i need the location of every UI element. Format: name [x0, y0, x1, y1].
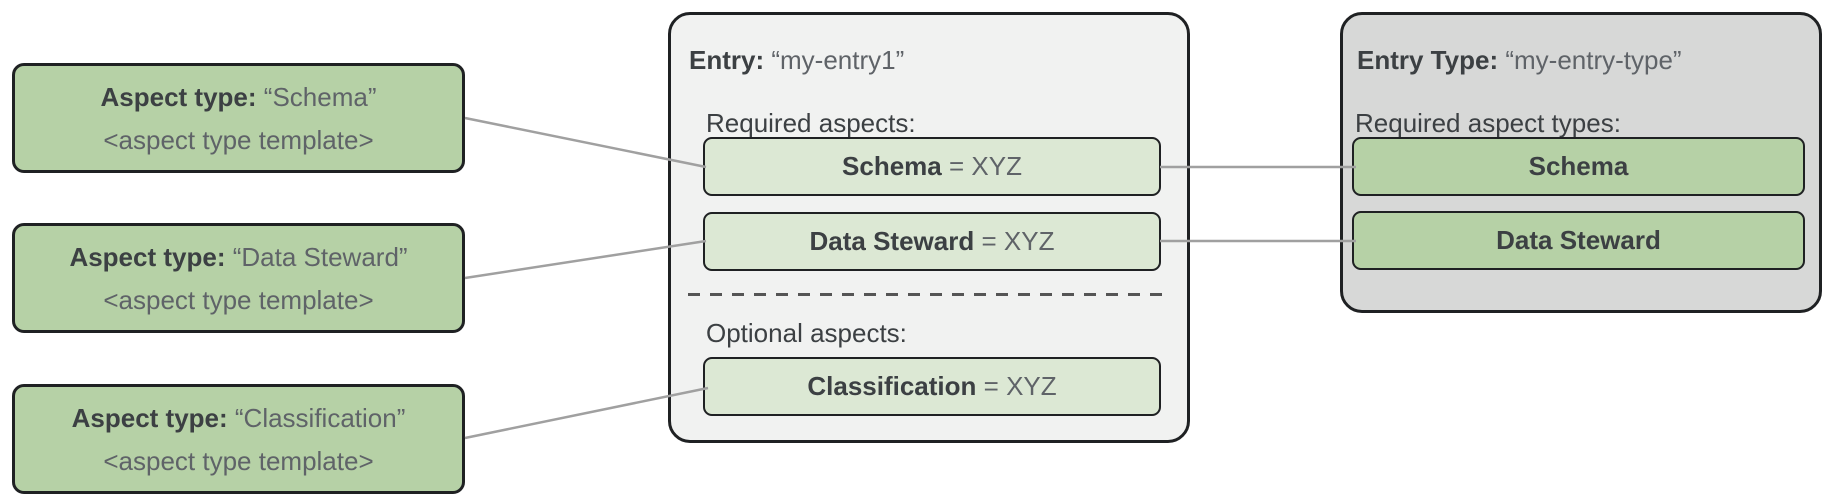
aspect-chip-name: Schema	[842, 151, 942, 181]
entry-type-title: Entry Type: “my-entry-type”	[1357, 45, 1682, 75]
connector-line	[464, 386, 709, 440]
aspect-type-name: “Classification”	[234, 402, 406, 433]
connector-line	[464, 239, 707, 280]
aspect-type-template: <aspect type template>	[103, 445, 374, 476]
aspect-type-label: Aspect type:	[100, 81, 257, 112]
connector-line	[464, 116, 707, 169]
entry-type-label: Entry Type:	[1357, 45, 1499, 75]
entry-type-panel: Entry Type: “my-entry-type” Required asp…	[1340, 12, 1822, 313]
aspect-type-card-classification: Aspect type: “Classification” <aspect ty…	[12, 384, 465, 494]
aspect-type-card-schema: Aspect type: “Schema” <aspect type templ…	[12, 63, 465, 173]
entry-panel: Entry: “my-entry1” Required aspects: Sch…	[668, 12, 1190, 443]
aspect-type-card-data-steward: Aspect type: “Data Steward” <aspect type…	[12, 223, 465, 333]
aspect-type-card-title: Aspect type: “Schema”	[101, 83, 377, 111]
aspect-chip-name: Data Steward	[809, 226, 975, 256]
aspect-chip-value: = XYZ	[948, 151, 1022, 181]
aspect-type-card-title: Aspect type: “Data Steward”	[69, 243, 407, 271]
aspect-chip-classification: Classification = XYZ	[703, 357, 1161, 416]
aspect-chip-value: = XYZ	[981, 226, 1055, 256]
entry-label: Entry:	[689, 45, 765, 75]
aspect-type-name: “Data Steward”	[232, 241, 408, 272]
entry-type-name: “my-entry-type”	[1505, 45, 1682, 75]
aspect-chip-name: Classification	[807, 371, 977, 401]
aspect-type-chip-name: Data Steward	[1496, 225, 1661, 255]
aspect-chip-value: = XYZ	[983, 371, 1057, 401]
aspect-type-label: Aspect type:	[69, 241, 226, 272]
aspect-type-chip-name: Schema	[1528, 151, 1629, 181]
aspect-type-card-title: Aspect type: “Classification”	[72, 404, 406, 432]
dashed-divider	[688, 293, 1170, 296]
aspect-type-chip-schema: Schema	[1352, 137, 1805, 196]
aspect-chip-schema: Schema = XYZ	[703, 137, 1161, 196]
aspect-type-label: Aspect type:	[71, 402, 228, 433]
aspect-type-template: <aspect type template>	[103, 124, 374, 155]
optional-aspects-heading: Optional aspects:	[706, 318, 907, 348]
required-aspect-types-heading: Required aspect types:	[1355, 108, 1621, 138]
entry-name: “my-entry1”	[771, 45, 905, 75]
entry-title: Entry: “my-entry1”	[689, 45, 904, 75]
required-aspects-heading: Required aspects:	[706, 108, 916, 138]
aspect-type-name: “Schema”	[263, 81, 377, 112]
aspect-chip-data-steward: Data Steward = XYZ	[703, 212, 1161, 271]
aspect-type-chip-data-steward: Data Steward	[1352, 211, 1805, 270]
aspect-type-template: <aspect type template>	[103, 284, 374, 315]
